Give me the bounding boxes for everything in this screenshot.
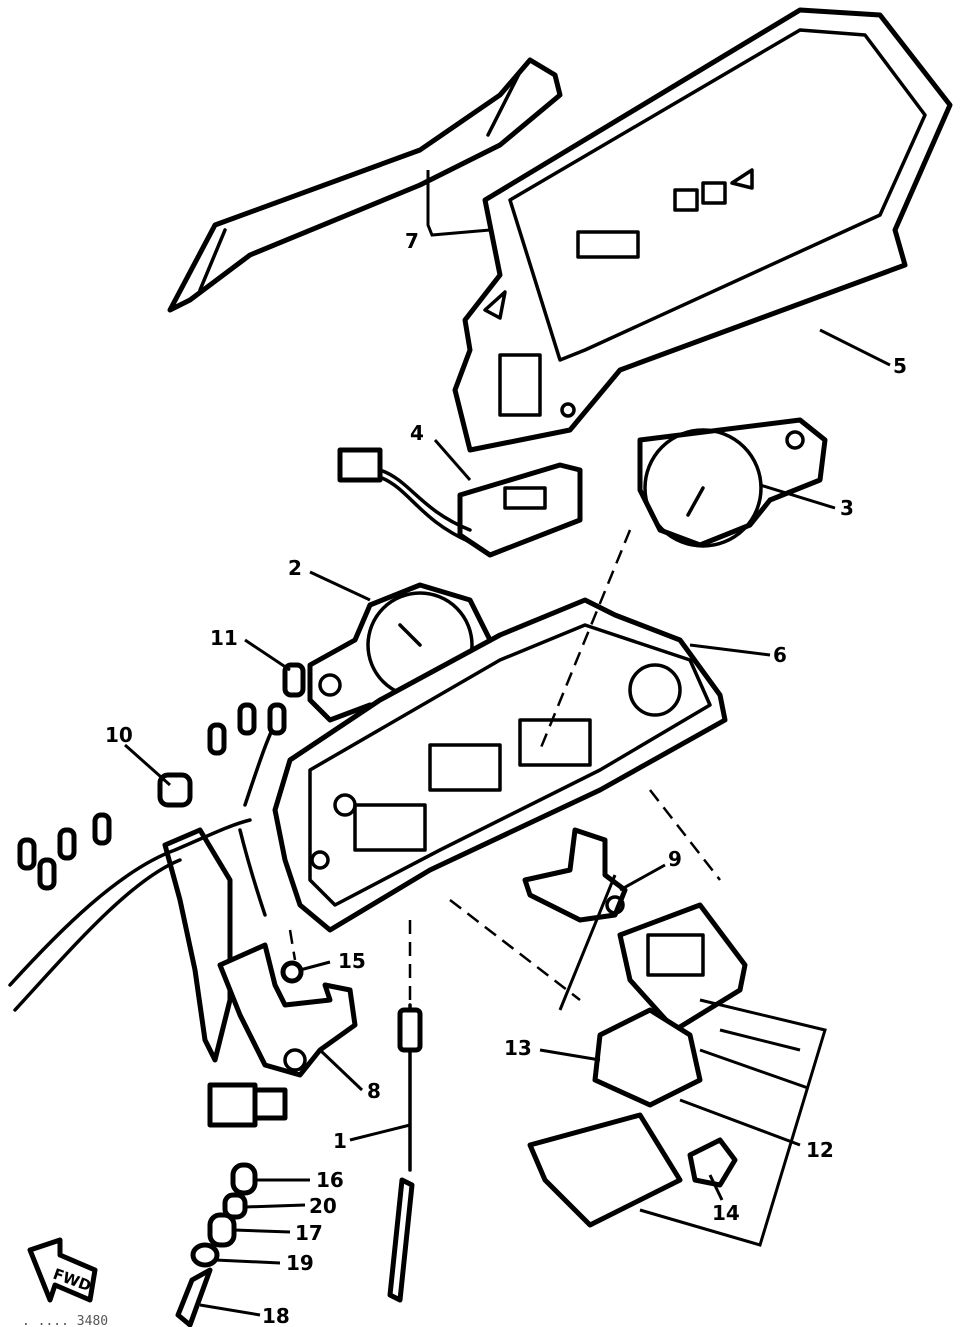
callout-6: 6 [773, 643, 787, 667]
part-15-nut [280, 960, 304, 984]
callout-8: 8 [367, 1079, 381, 1103]
callout-18: 18 [262, 1304, 290, 1327]
leader-lines [124, 170, 891, 1317]
assembly-lines [288, 529, 721, 1011]
fwd-arrow: FWD [27, 1237, 98, 1303]
callout-14: 14 [712, 1201, 740, 1225]
callout-10: 10 [105, 723, 133, 747]
part-13-unit [592, 902, 748, 1108]
part-12-plate [527, 1112, 683, 1228]
callout-19: 19 [286, 1251, 314, 1275]
part-9-bracket [522, 827, 628, 923]
part-4-display-unit [337, 447, 583, 558]
callout-17: 17 [295, 1221, 323, 1245]
callout-2: 2 [288, 556, 302, 580]
part-6-meter-case [272, 597, 728, 933]
callout-3: 3 [840, 496, 854, 520]
part-10-harness [8, 702, 288, 1128]
part-1-cable [387, 1003, 423, 1303]
callout-labels: 7 5 4 3 2 6 11 10 9 15 8 13 12 1 14 16 2… [22, 229, 907, 1327]
callout-5: 5 [893, 354, 907, 378]
callout-4: 4 [410, 421, 424, 445]
callout-7: 7 [405, 229, 419, 253]
callout-13: 13 [504, 1036, 532, 1060]
callout-11: 11 [210, 626, 238, 650]
part-5-meter-cover [452, 7, 953, 453]
part-11-bulb [282, 662, 306, 698]
callout-12: 12 [806, 1138, 834, 1162]
part-14-switch [687, 1137, 738, 1188]
callout-16: 16 [316, 1168, 344, 1192]
part-8-bracket [217, 942, 358, 1078]
callout-15: 15 [338, 949, 366, 973]
part-3-gauge [637, 417, 828, 548]
callout-20: 20 [309, 1194, 337, 1218]
figure-code: . .... 3480 [22, 1314, 108, 1327]
callout-9: 9 [668, 847, 682, 871]
callout-1: 1 [333, 1129, 347, 1153]
part-7-visor [167, 57, 563, 313]
fastener-stack [175, 1162, 258, 1327]
